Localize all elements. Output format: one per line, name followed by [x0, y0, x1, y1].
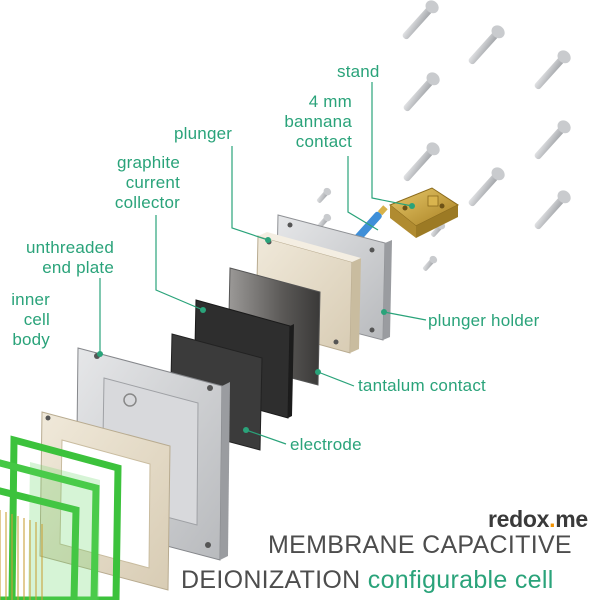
label-banana-line1: 4 mm — [308, 92, 352, 111]
bolt — [534, 190, 571, 230]
label-graphite-collector: graphite current collector — [90, 153, 180, 213]
label-plunger-holder: plunger holder — [428, 311, 540, 330]
title-line2-main: DEIONIZATION — [181, 566, 361, 594]
label-end-plate-line2: end plate — [42, 258, 114, 277]
bolt — [402, 0, 439, 40]
bolt — [534, 120, 571, 160]
brand-name-left: redox — [488, 506, 550, 532]
label-electrode: electrode — [290, 435, 362, 454]
title-line2-accent: configurable cell — [367, 566, 554, 594]
small-screw — [316, 187, 332, 203]
leader-dots — [97, 203, 415, 433]
title-line2: DEIONIZATION configurable cell — [181, 566, 554, 595]
label-banana-line2: bannana — [284, 112, 352, 131]
label-banana-contact: 4 mm bannana contact — [268, 92, 352, 152]
brand-logo: redox.me — [488, 506, 588, 533]
label-inner-cell-body: inner cell body — [0, 290, 50, 350]
label-end-plate: unthreaded end plate — [0, 238, 114, 278]
bolt — [403, 72, 440, 112]
label-banana-line3: contact — [295, 132, 352, 151]
bolts-group — [316, 0, 571, 271]
bolt — [403, 142, 440, 182]
label-inner-line3: body — [12, 330, 50, 349]
stand-part — [389, 187, 460, 238]
label-plunger: plunger — [174, 124, 233, 143]
label-inner-line2: cell — [23, 310, 50, 329]
label-graphite-line3: collector — [114, 193, 180, 212]
label-graphite-line1: graphite — [116, 153, 180, 172]
label-end-plate-line1: unthreaded — [25, 238, 114, 257]
label-tantalum-contact: tantalum contact — [358, 376, 486, 395]
small-screw — [422, 255, 438, 271]
leader-lines — [99, 82, 427, 445]
label-graphite-line2: current — [125, 173, 180, 192]
bolt — [468, 25, 505, 65]
bolt — [534, 50, 571, 90]
title-line1: MEMBRANE CAPACITIVE — [268, 531, 572, 559]
brand-dot: . — [549, 506, 556, 532]
bolt — [468, 167, 505, 207]
membrane-stack — [0, 435, 122, 600]
brand-name-right: me — [555, 506, 588, 532]
label-stand: stand — [337, 62, 380, 81]
label-inner-line1: inner — [11, 290, 50, 309]
